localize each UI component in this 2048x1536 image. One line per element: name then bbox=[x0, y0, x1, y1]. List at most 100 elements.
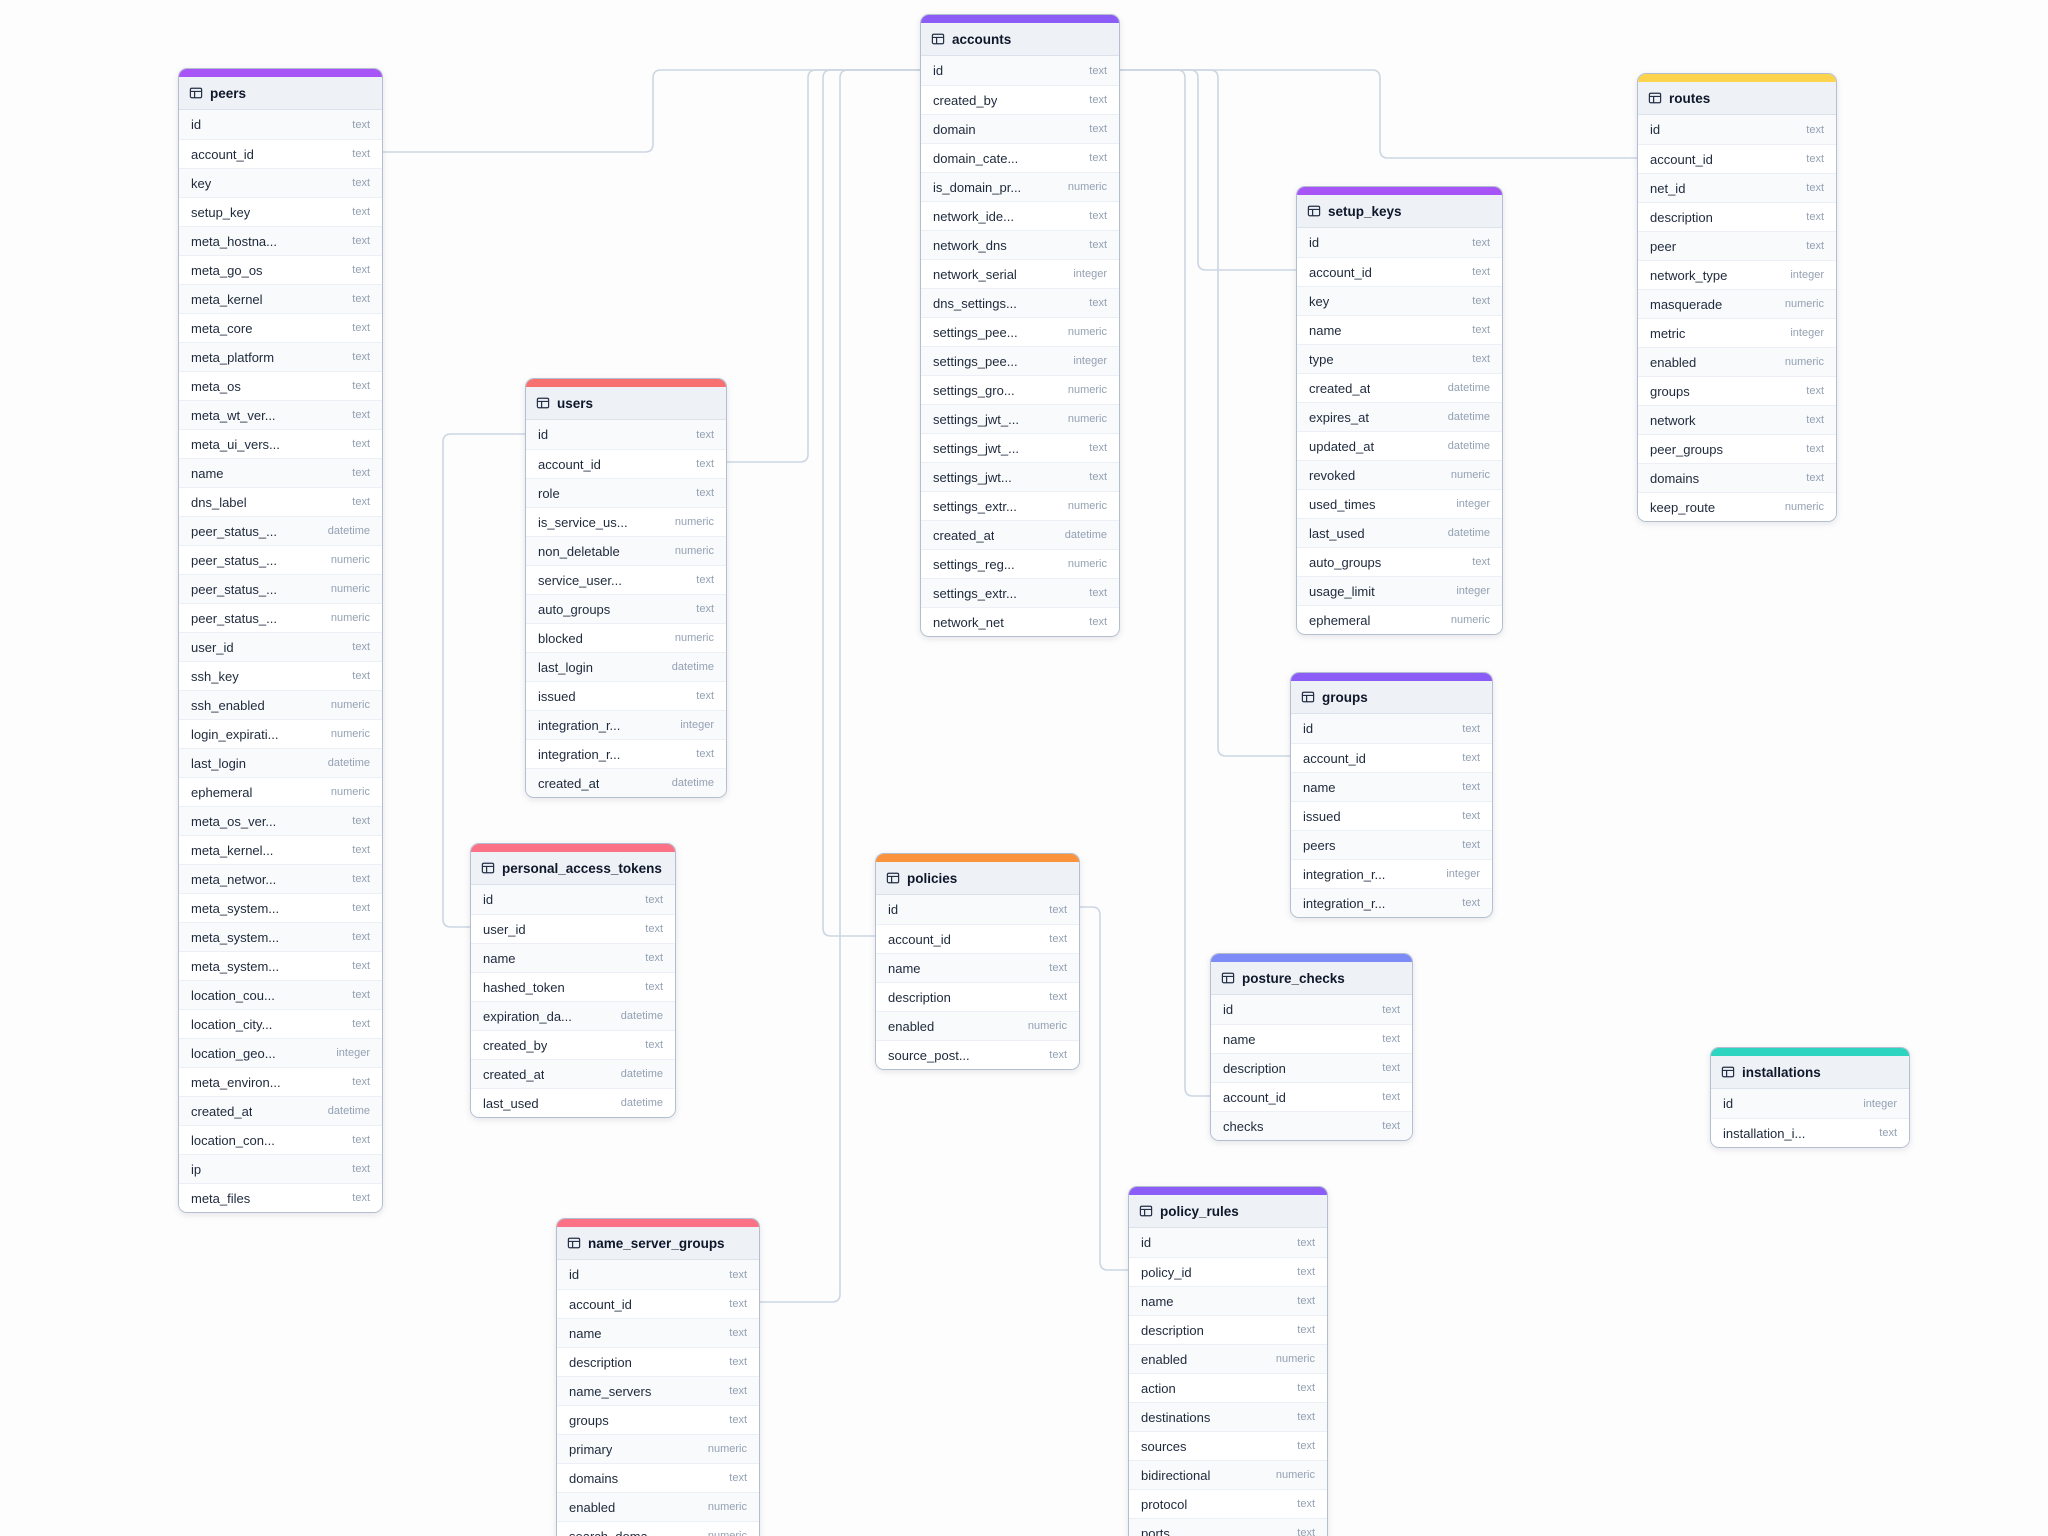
field-row-meta_kernel[interactable]: meta_kernel...text bbox=[179, 835, 382, 864]
table-header[interactable]: groups bbox=[1291, 681, 1492, 714]
field-row-search_doma[interactable]: search_doma...numeric bbox=[557, 1521, 759, 1536]
field-row-location_geo[interactable]: location_geo...integer bbox=[179, 1038, 382, 1067]
field-row-domain_cate[interactable]: domain_cate...text bbox=[921, 143, 1119, 172]
table-header[interactable]: name_server_groups bbox=[557, 1227, 759, 1260]
field-row-integration_r[interactable]: integration_r...text bbox=[1291, 888, 1492, 917]
table-header[interactable]: users bbox=[526, 387, 726, 420]
field-row-meta_networ[interactable]: meta_networ...text bbox=[179, 864, 382, 893]
field-row-meta_os_ver[interactable]: meta_os_ver...text bbox=[179, 806, 382, 835]
field-row-meta_wt_ver[interactable]: meta_wt_ver...text bbox=[179, 400, 382, 429]
field-row-meta_ui_vers[interactable]: meta_ui_vers...text bbox=[179, 429, 382, 458]
field-row-location_cou[interactable]: location_cou...text bbox=[179, 980, 382, 1009]
table-header[interactable]: posture_checks bbox=[1211, 962, 1412, 995]
field-row-settings_jwt[interactable]: settings_jwt...text bbox=[921, 462, 1119, 491]
field-row-installation_i[interactable]: installation_i...text bbox=[1711, 1118, 1909, 1147]
field-row-login_expirati[interactable]: login_expirati...numeric bbox=[179, 719, 382, 748]
table-header[interactable]: policies bbox=[876, 862, 1079, 895]
field-row-expiration_da[interactable]: expiration_da...datetime bbox=[471, 1001, 675, 1030]
field-row-settings_gro[interactable]: settings_gro...numeric bbox=[921, 375, 1119, 404]
field-row-peer_status_[interactable]: peer_status_...numeric bbox=[179, 603, 382, 632]
field-row-location_city[interactable]: location_city...text bbox=[179, 1009, 382, 1038]
field-row-settings_reg[interactable]: settings_reg...numeric bbox=[921, 549, 1119, 578]
field-row-settings_pee[interactable]: settings_pee...integer bbox=[921, 346, 1119, 375]
field-row-is_domain_pr[interactable]: is_domain_pr...numeric bbox=[921, 172, 1119, 201]
field-row-meta_environ[interactable]: meta_environ...text bbox=[179, 1067, 382, 1096]
table-header[interactable]: policy_rules bbox=[1129, 1195, 1327, 1228]
field-row-source_post[interactable]: source_post...text bbox=[876, 1040, 1079, 1069]
field-row-is_service_us[interactable]: is_service_us...numeric bbox=[526, 507, 726, 536]
